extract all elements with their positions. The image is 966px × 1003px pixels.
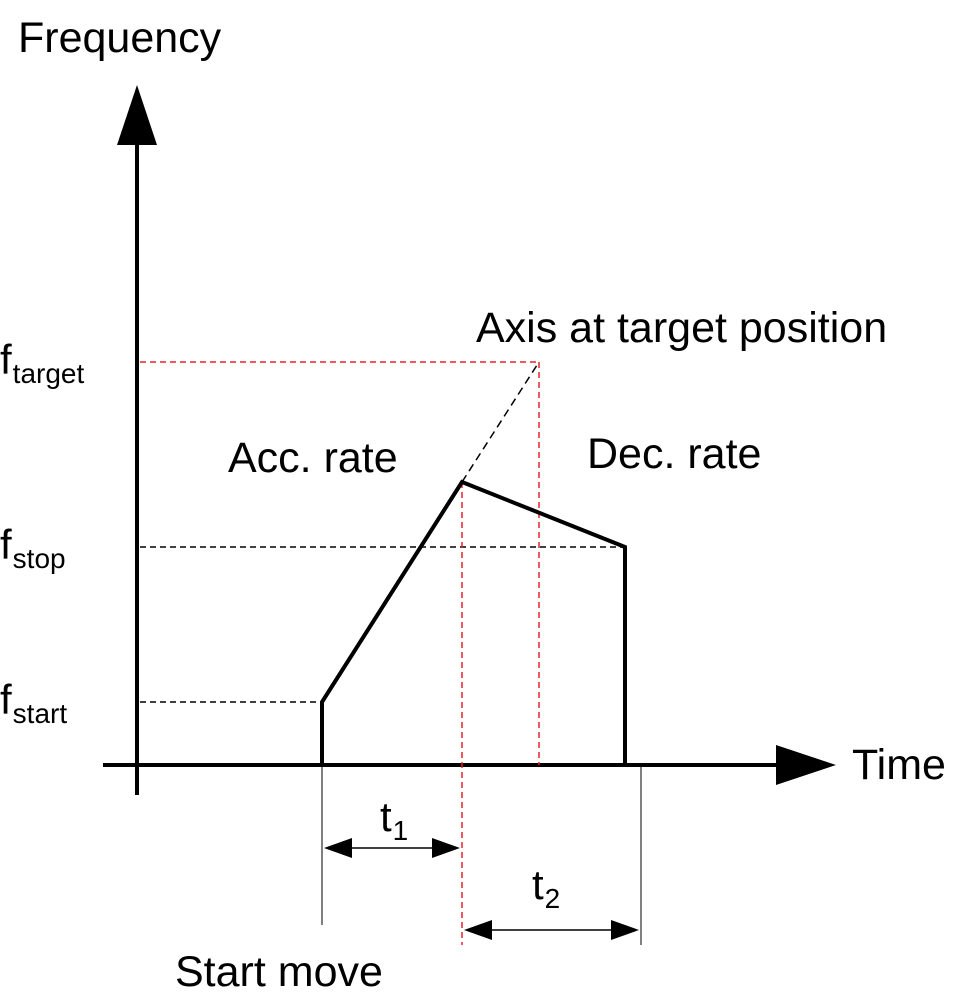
f-start-label: fstart (0, 676, 67, 729)
y-axis-label: Frequency (18, 14, 222, 62)
acc-extrapolation-line (461, 361, 540, 483)
t1-label: t1 (380, 793, 408, 846)
f-target-sub: target (13, 358, 85, 389)
t2-sub: 2 (545, 883, 561, 914)
dec-rate-label: Dec. rate (587, 430, 761, 478)
t2-arrow-right (611, 920, 639, 940)
f-stop-label: fstop (0, 521, 66, 574)
f-start-base: f (0, 676, 12, 723)
t2-arrow-left (464, 920, 492, 940)
acc-rate-label: Acc. rate (228, 434, 398, 482)
t2-label: t2 (532, 861, 560, 914)
t1-sub: 1 (393, 815, 409, 846)
t1-base: t (380, 793, 392, 840)
f-stop-sub: stop (13, 543, 66, 574)
t2-base: t (532, 861, 544, 908)
f-start-sub: start (13, 698, 68, 729)
t1-arrow-right (432, 838, 460, 858)
x-axis-arrowhead (776, 745, 836, 785)
x-axis-label: Time (852, 741, 946, 789)
f-target-label: ftarget (0, 336, 84, 389)
f-target-base: f (0, 336, 12, 383)
start-move-label: Start move (175, 948, 383, 996)
f-stop-base: f (0, 521, 12, 568)
axis-at-target-label: Axis at target position (476, 304, 887, 352)
t1-arrow-left (324, 838, 352, 858)
frequency-profile (320, 479, 627, 765)
y-axis-arrowhead (117, 85, 157, 145)
